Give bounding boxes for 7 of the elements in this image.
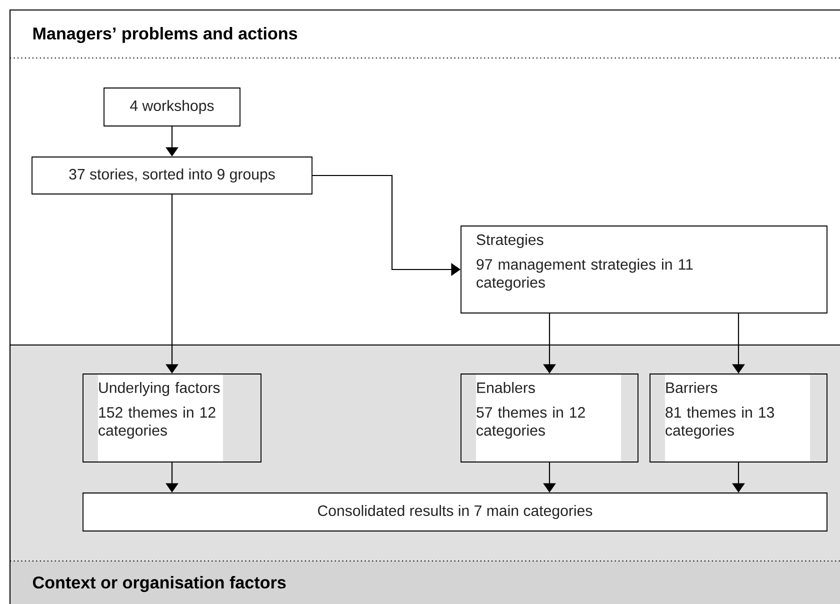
process-box: Strategies 97 management strategies in 11 categories [460, 226, 828, 314]
process-box: 4 workshops [104, 88, 240, 126]
process-box: Consolidated results in 7 main categories [82, 492, 828, 532]
process-box: Enablers 57 themes in 12 categories [460, 374, 638, 462]
process-box: Underlying factors 152 themes in 12 categories [82, 374, 262, 462]
process-box: Barriers 81 themes in 13 categories [650, 374, 828, 462]
process-box: 37 stories, sorted into 9 groups [32, 156, 312, 194]
